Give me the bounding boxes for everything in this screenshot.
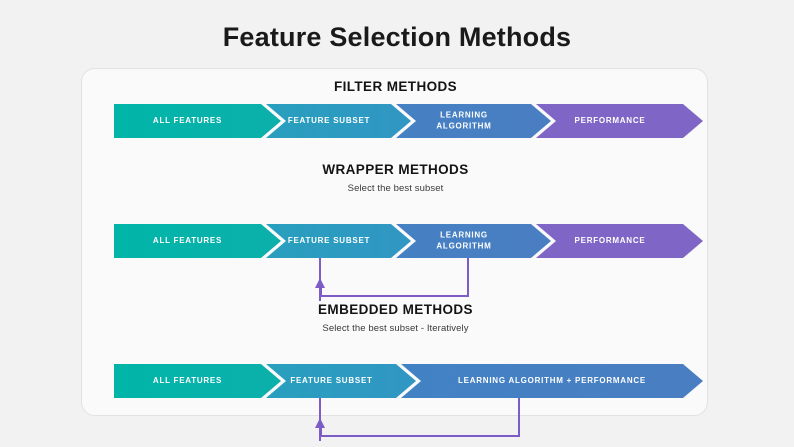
- notch-icon-3: [531, 224, 556, 258]
- pipeline-svg-embedded: [114, 364, 703, 398]
- notch-icon-2: [396, 364, 421, 398]
- pipeline-svg-wrapper: [114, 224, 703, 258]
- chevron-all-features: [114, 364, 281, 398]
- notch-icon-3: [531, 104, 556, 138]
- page-title: Feature Selection Methods: [222, 22, 572, 52]
- arrowhead-up-icon: [315, 278, 325, 288]
- loop-bottom-riser: [320, 286, 325, 297]
- pipeline-svg-filter: [114, 104, 703, 138]
- section-heading-filter: FILTER METHODS: [333, 79, 458, 94]
- section-subtitle-embedded: Select the best subset - Iteratively: [322, 323, 469, 334]
- diagram-card: FILTER METHODS: [81, 68, 709, 441]
- notch-icon-2: [391, 224, 416, 258]
- chevron-all-features: [114, 224, 281, 258]
- chevron-all-features: [114, 104, 281, 138]
- pipeline-band-embedded: ALL FEATURES FEATURE SUBSET LEARNING ALG…: [82, 364, 709, 398]
- loop-bottom-path: [325, 256, 469, 297]
- notch-icon-1: [261, 364, 286, 398]
- loop-bottom-riser: [320, 423, 325, 437]
- section-heading-embedded: EMBEDDED METHODS: [318, 302, 473, 317]
- notch-icon-1: [261, 224, 286, 258]
- pipeline-band-wrapper: ALL FEATURES FEATURE SUBSET LEARNING ALG…: [82, 224, 709, 258]
- notch-icon-2: [391, 104, 416, 138]
- section-subtitle-wrapper: Select the best subset: [347, 183, 444, 194]
- section-heading-wrapper: WRAPPER METHODS: [322, 162, 469, 177]
- loop-bottom-path: [325, 396, 520, 437]
- notch-icon-1: [261, 104, 286, 138]
- pipeline-band-filter: ALL FEATURES FEATURE SUBSET LEARNING ALG…: [82, 104, 709, 138]
